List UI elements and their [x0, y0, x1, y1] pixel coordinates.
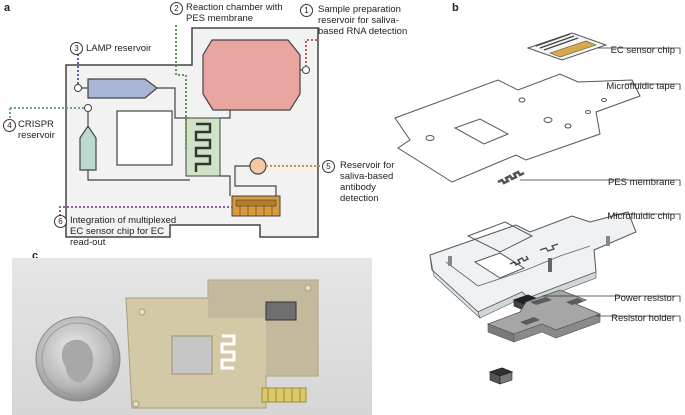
panel-letter-a: a: [4, 2, 11, 14]
callout-lamp-label: LAMP reservoir: [86, 43, 152, 54]
callout-crispr-label: CRISPR reservoir: [18, 119, 55, 141]
exploded-pes-membrane: [497, 170, 525, 185]
callout-ec-sensor-label: Integration of multiplexed EC sensor chi…: [70, 215, 177, 248]
photo-illustration: [35, 279, 319, 409]
callout-number: 4: [3, 119, 16, 132]
crispr-reservoir: [79, 124, 97, 171]
panel-letter-b: b: [452, 2, 459, 14]
exploded-microfluidic-chip: [429, 211, 637, 319]
label-power-resistor: Power resistor: [614, 293, 675, 304]
label-microfluidic-tape: Microfluidic tape: [606, 81, 675, 92]
sample-reservoir: [202, 39, 301, 111]
callout-number: 1: [300, 4, 313, 17]
label-ec-sensor-chip: EC sensor chip: [610, 45, 675, 56]
panel-letter-c: c: [32, 250, 39, 262]
exploded-resistor-holder: [486, 289, 602, 343]
label-resistor-holder: Resistor holder: [611, 313, 675, 324]
callout-sample-reservoir-label: Sample preparation reservoir for saliva-…: [318, 4, 408, 37]
label-microfluidic-chip: Microfluidic chip: [607, 211, 675, 222]
callout-antibody-label: Reservoir for saliva-based antibody dete…: [340, 160, 395, 204]
exploded-ec-sensor-chip: [526, 32, 608, 61]
device-icon: [125, 279, 319, 409]
callout-reaction-chamber-label: Reaction chamber with PES membrane: [186, 2, 283, 24]
exploded-microfluidic-tape: [394, 73, 641, 183]
coin-icon: [35, 316, 121, 402]
callout-number: 5: [322, 160, 335, 173]
label-pes-membrane: PES membrane: [607, 177, 675, 188]
central-window: [116, 110, 173, 166]
callout-number: 6: [54, 215, 67, 228]
callout-number: 2: [170, 2, 183, 15]
exploded-small-resistor: [488, 367, 514, 385]
callout-number: 3: [70, 42, 83, 55]
photo-panel-c: [12, 258, 372, 415]
lamp-reservoir: [87, 78, 158, 99]
